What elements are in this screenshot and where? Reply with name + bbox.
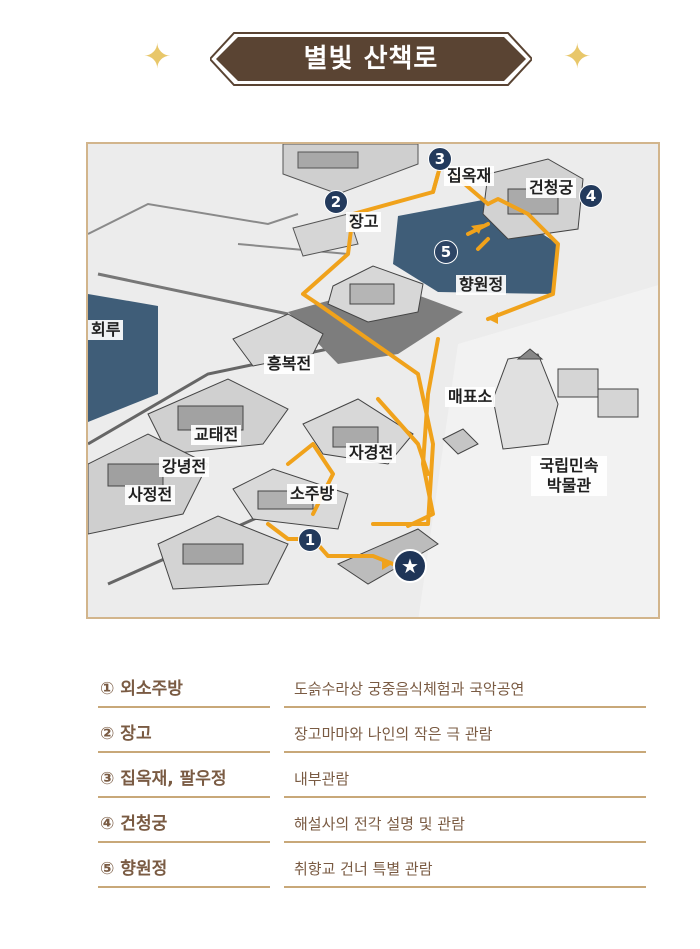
- label-maepyoso: 매표소: [445, 387, 496, 407]
- label-jagyeongjeon: 자경전: [346, 443, 397, 463]
- legend-desc: 해설사의 전각 설명 및 관람: [284, 807, 646, 843]
- sparkle-icon-right: ✦: [563, 37, 592, 77]
- marker-2[interactable]: 2: [324, 190, 348, 214]
- label-geoncheonggung: 건청궁: [526, 178, 577, 198]
- banner-shape: [208, 32, 534, 86]
- label-heungbokjeon: 흥복전: [264, 354, 315, 374]
- legend-row: ② 장고 장고마마와 나인의 작은 극 관람: [98, 717, 646, 762]
- title-area: ✦ 별빛 산책로 ✦: [0, 0, 700, 110]
- legend-desc: 장고마마와 나인의 작은 극 관람: [284, 717, 646, 753]
- start-star-icon[interactable]: ★: [393, 549, 427, 583]
- legend-desc: 도슭수라상 궁중음식체험과 국악공연: [284, 672, 646, 708]
- label-hoeru: 회루: [88, 320, 124, 340]
- label-gangnyeongjeon: 강녕전: [159, 457, 210, 477]
- label-janggo: 장고: [346, 212, 382, 232]
- marker-3[interactable]: 3: [428, 147, 452, 171]
- sparkle-icon-left: ✦: [143, 37, 172, 77]
- palace-map: 장고 집옥재 건청궁 향원정 회루 흥복전 매표소 교태전 자경전 강녕전 사정…: [86, 142, 660, 619]
- legend-row: ⑤ 향원정 취향교 건너 특별 관람: [98, 852, 646, 897]
- label-jibokjae: 집옥재: [444, 166, 495, 186]
- label-sajeongjeon: 사정전: [125, 485, 176, 505]
- legend-name: ② 장고: [98, 717, 270, 753]
- page-title: 별빛 산책로: [303, 44, 439, 74]
- label-sojubang: 소주방: [287, 484, 338, 504]
- title-banner: 별빛 산책로: [208, 30, 534, 88]
- legend-name: ① 외소주방: [98, 672, 270, 708]
- legend-name: ③ 집옥재, 팔우정: [98, 762, 270, 798]
- label-gyotaejeon: 교태전: [191, 425, 242, 445]
- legend-desc: 내부관람: [284, 762, 646, 798]
- legend-row: ④ 건청궁 해설사의 전각 설명 및 관람: [98, 807, 646, 852]
- legend-row: ① 외소주방 도슭수라상 궁중음식체험과 국악공연: [98, 672, 646, 717]
- legend-row: ③ 집옥재, 팔우정 내부관람: [98, 762, 646, 807]
- label-museum: 국립민속 박물관: [531, 456, 607, 496]
- legend-name: ⑤ 향원정: [98, 852, 270, 888]
- legend-desc: 취향교 건너 특별 관람: [284, 852, 646, 888]
- marker-1[interactable]: 1: [298, 528, 322, 552]
- label-hyangwonjeong: 향원정: [456, 275, 507, 295]
- legend-table: ① 외소주방 도슭수라상 궁중음식체험과 국악공연 ② 장고 장고마마와 나인의…: [98, 672, 646, 897]
- marker-5[interactable]: 5: [434, 240, 458, 264]
- marker-4[interactable]: 4: [579, 184, 603, 208]
- legend-name: ④ 건청궁: [98, 807, 270, 843]
